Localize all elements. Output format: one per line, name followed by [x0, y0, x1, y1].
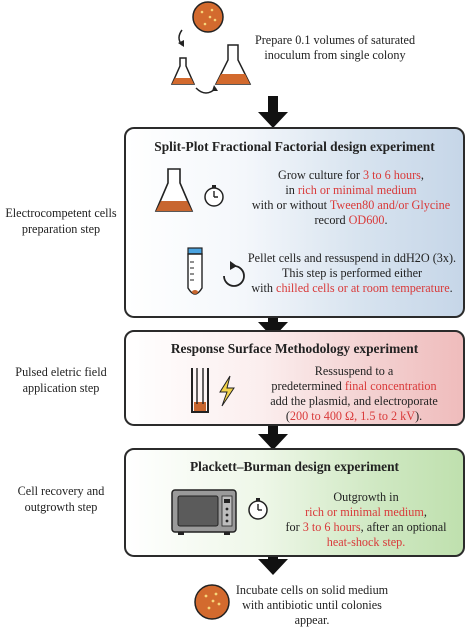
plackett-burman-panel: Plackett–Burman design experiment Outgro…	[124, 448, 465, 557]
centrifuge-tube-icon	[187, 247, 203, 295]
inoculum-text: Prepare 0.1 volumes of saturated inoculu…	[254, 33, 416, 62]
incubate-text: Incubate cells on solid medium with anti…	[235, 583, 389, 627]
arrow-down-icon	[258, 543, 288, 575]
split-plot-panel: Split-Plot Fractional Factorial design e…	[124, 127, 465, 318]
flask-timer-illustration	[154, 168, 224, 212]
arrow-down-icon	[258, 96, 288, 128]
tube-cycle-illustration	[187, 247, 245, 295]
cuvette-icon	[191, 368, 209, 413]
colony-plate-icon	[194, 584, 230, 620]
step-label-recovery: Cell recovery and outgrowth step	[17, 484, 105, 514]
pellet-text: Pellet cells and ressuspend in ddH2O (3x…	[247, 251, 457, 295]
step-label-electrocompetent: Electrocompetent cells preparation step	[5, 206, 117, 236]
panel-title: Split-Plot Fractional Factorial design e…	[154, 139, 435, 154]
cuvette-illustration	[191, 368, 235, 413]
lightning-icon	[219, 375, 235, 407]
arrow-down-icon	[258, 418, 288, 450]
panel-title: Response Surface Methodology experiment	[170, 341, 419, 356]
response-surface-panel: Response Surface Methodology experiment …	[124, 330, 465, 426]
incubator-icon	[171, 489, 237, 535]
small-flask-icon	[170, 57, 196, 85]
flask-icon	[154, 168, 194, 212]
panel-title: Plackett–Burman design experiment	[189, 459, 400, 474]
timer-icon	[204, 185, 224, 207]
large-flask-icon	[214, 44, 252, 85]
repeat-cycle-icon	[223, 261, 245, 287]
electroporation-text: Ressuspend to a predetermined final conc…	[270, 364, 438, 423]
incubator-timer-illustration	[171, 489, 268, 535]
outgrowth-text: Outgrowth in rich or minimal medium, for…	[285, 490, 447, 549]
petri-dish-icon	[192, 1, 224, 33]
timer-icon	[248, 498, 268, 520]
inoculum-illustration	[170, 1, 252, 94]
grow-culture-text: Grow culture for 3 to 6 hours, in rich o…	[251, 168, 451, 227]
step-label-pulsed: Pulsed eletric field application step	[15, 365, 107, 395]
